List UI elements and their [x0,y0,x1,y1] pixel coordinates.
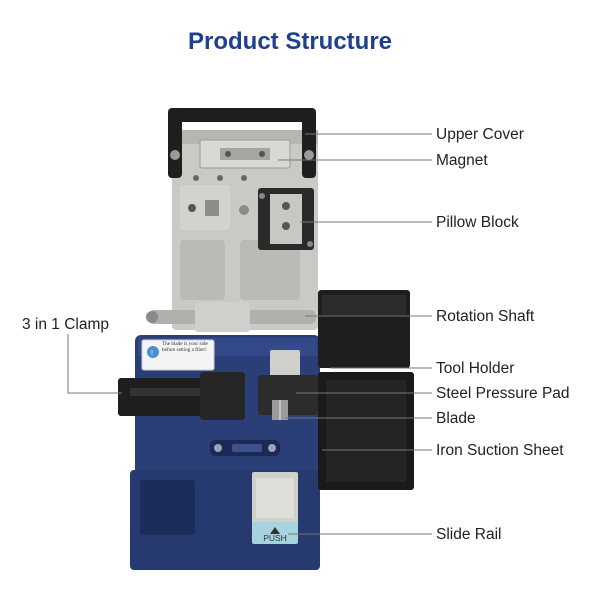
label-rotation-shaft: Rotation Shaft [436,308,535,325]
leader-lines [67,133,432,535]
label-iron-suction-sheet: Iron Suction Sheet [436,442,564,459]
tool-holder [318,290,414,490]
slide-rail [252,472,298,544]
label-slide-rail: Slide Rail [436,526,501,543]
page-title: Product Structure [187,28,393,55]
label-tool-holder: Tool Holder [436,360,514,377]
label-three-in-one-clamp: 3 in 1 Clamp [22,316,109,333]
rotation-shaft [146,302,316,332]
label-magnet: Magnet [436,152,488,169]
label-blade: Blade [436,410,476,427]
push-label: PUSH [263,533,287,543]
label-pillow-block: Pillow Block [436,214,519,231]
upper-cover-handle [168,108,316,178]
pillow-block [258,188,314,250]
svg-text:!: ! [151,350,153,357]
label-upper-cover: Upper Cover [436,126,524,143]
warning-sticker: ! The blade is your side before setting … [141,339,215,371]
metal-upper-body [172,130,318,330]
three-in-one-clamp [118,372,245,420]
part-labels: Upper Cover Magnet Pillow Block Rotation… [22,126,570,543]
sticker-text: The blade is your side before setting a … [162,341,208,353]
label-steel-pressure-pad: Steel Pressure Pad [436,385,570,402]
blade [272,400,288,420]
magnet [199,139,291,169]
